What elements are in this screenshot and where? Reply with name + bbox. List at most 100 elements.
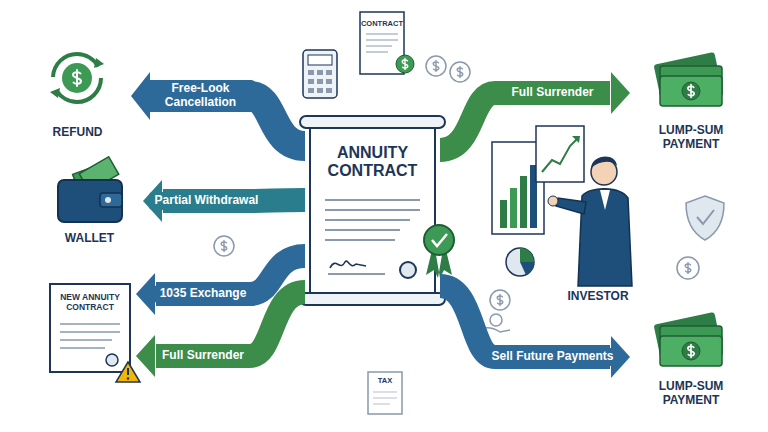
coin-icon bbox=[677, 257, 699, 279]
contract-document bbox=[402, 58, 408, 69]
contract-document: ANNUITY CONTRACT bbox=[305, 118, 440, 305]
shield-icon bbox=[686, 196, 724, 240]
calculator-icon bbox=[317, 79, 323, 84]
investor-figure bbox=[572, 136, 580, 143]
calculator-icon bbox=[303, 50, 337, 98]
coin-icon bbox=[685, 262, 691, 273]
money-stack bbox=[660, 76, 722, 106]
wallet-icon bbox=[58, 180, 122, 222]
flow-arrow bbox=[131, 72, 305, 146]
contract-scroll bbox=[400, 262, 416, 278]
contract-scroll bbox=[310, 122, 435, 300]
document-node: NEW ANNUITY CONTRACT bbox=[50, 284, 130, 372]
new-contract-document bbox=[60, 323, 120, 325]
calculator-icon bbox=[308, 70, 332, 93]
investor-figure bbox=[556, 198, 586, 214]
money-stack bbox=[660, 336, 722, 366]
investor-figure bbox=[492, 126, 632, 286]
arrow-head bbox=[136, 273, 155, 315]
icon-node: LUMP-SUM PAYMENT bbox=[636, 48, 746, 152]
money-stack bbox=[682, 342, 700, 360]
money-stack bbox=[688, 85, 694, 98]
arrow-head bbox=[136, 335, 155, 377]
warning-triangle bbox=[116, 362, 140, 382]
contract-scroll bbox=[300, 116, 454, 305]
calculator-icon bbox=[326, 88, 332, 93]
investor-figure bbox=[520, 262, 534, 275]
wallet-icon bbox=[58, 157, 122, 222]
calculator-icon bbox=[303, 50, 337, 98]
coin-icon bbox=[433, 60, 439, 71]
coin-icon bbox=[457, 66, 463, 77]
arrow-label: 1035 Exchange bbox=[154, 285, 253, 303]
label-text: INVESTOR bbox=[567, 290, 628, 303]
node-text: LUMP-SUM PAYMENT bbox=[651, 380, 731, 408]
contract-scroll bbox=[325, 199, 420, 201]
coin-icon bbox=[450, 62, 470, 82]
calculator-icon bbox=[317, 88, 323, 93]
arrow-label: Full Surrender bbox=[505, 84, 599, 102]
money-stack bbox=[654, 312, 722, 366]
flow-arrow bbox=[440, 286, 630, 378]
calculator-icon bbox=[317, 70, 323, 75]
node-text: WALLET bbox=[65, 232, 114, 246]
arrow-label: Full Surrender bbox=[156, 347, 250, 365]
new-contract-document bbox=[60, 347, 105, 349]
calculator-icon bbox=[326, 70, 332, 75]
arrow-label: Sell Future Payments bbox=[485, 348, 619, 366]
wallet-icon bbox=[100, 193, 122, 207]
contract-document bbox=[366, 46, 392, 47]
contract-scroll bbox=[325, 229, 400, 231]
contract-document bbox=[396, 55, 414, 73]
contract-document bbox=[366, 34, 398, 35]
node-text: NEW ANNUITY CONTRACT bbox=[56, 293, 124, 313]
contract-scroll bbox=[328, 274, 385, 275]
icon-node: REFUND bbox=[30, 48, 125, 140]
contract-scroll bbox=[325, 209, 420, 211]
investor-figure bbox=[506, 248, 534, 276]
calculator-icon bbox=[308, 79, 314, 84]
contract-document bbox=[366, 40, 398, 41]
refund-icon bbox=[53, 54, 101, 102]
coin-icon bbox=[490, 290, 510, 310]
tax-document bbox=[368, 372, 402, 414]
contract-document bbox=[360, 12, 414, 74]
shield-icon bbox=[697, 210, 714, 224]
arrow-head bbox=[611, 72, 630, 114]
wallet-icon bbox=[105, 197, 111, 203]
investor-figure bbox=[542, 138, 578, 172]
tax-document bbox=[368, 372, 402, 414]
hand-coin-icon bbox=[490, 314, 502, 326]
refund-icon bbox=[62, 63, 92, 93]
warning-triangle bbox=[127, 368, 129, 375]
tax-document bbox=[373, 392, 397, 393]
refund-icon bbox=[50, 88, 60, 98]
new-contract-document bbox=[106, 354, 118, 366]
contract-scroll bbox=[325, 219, 410, 221]
label-text: TAX bbox=[378, 377, 392, 385]
flow-arrow bbox=[440, 72, 630, 150]
investor-figure bbox=[536, 126, 584, 182]
new-contract-document bbox=[50, 284, 130, 372]
icon-node: LUMP-SUM PAYMENT bbox=[636, 308, 746, 408]
coin-icon bbox=[221, 240, 227, 251]
node-text: ANNUITY CONTRACT bbox=[318, 144, 428, 181]
coin-icon bbox=[214, 236, 234, 256]
investor-figure bbox=[510, 188, 517, 228]
calculator-icon bbox=[308, 88, 314, 93]
new-contract-document bbox=[60, 331, 120, 333]
contract-scroll bbox=[300, 293, 445, 305]
investor-figure bbox=[591, 156, 617, 168]
contract-scroll bbox=[300, 116, 445, 128]
refund-icon bbox=[50, 54, 104, 102]
node-text: REFUND bbox=[53, 126, 103, 140]
calculator-icon bbox=[308, 55, 332, 65]
tax-document bbox=[373, 404, 390, 405]
coin-icon bbox=[497, 294, 503, 305]
calculator-icon bbox=[326, 79, 332, 84]
investor-figure bbox=[500, 200, 507, 228]
investor-figure bbox=[520, 248, 534, 262]
warning-triangle bbox=[127, 377, 129, 379]
